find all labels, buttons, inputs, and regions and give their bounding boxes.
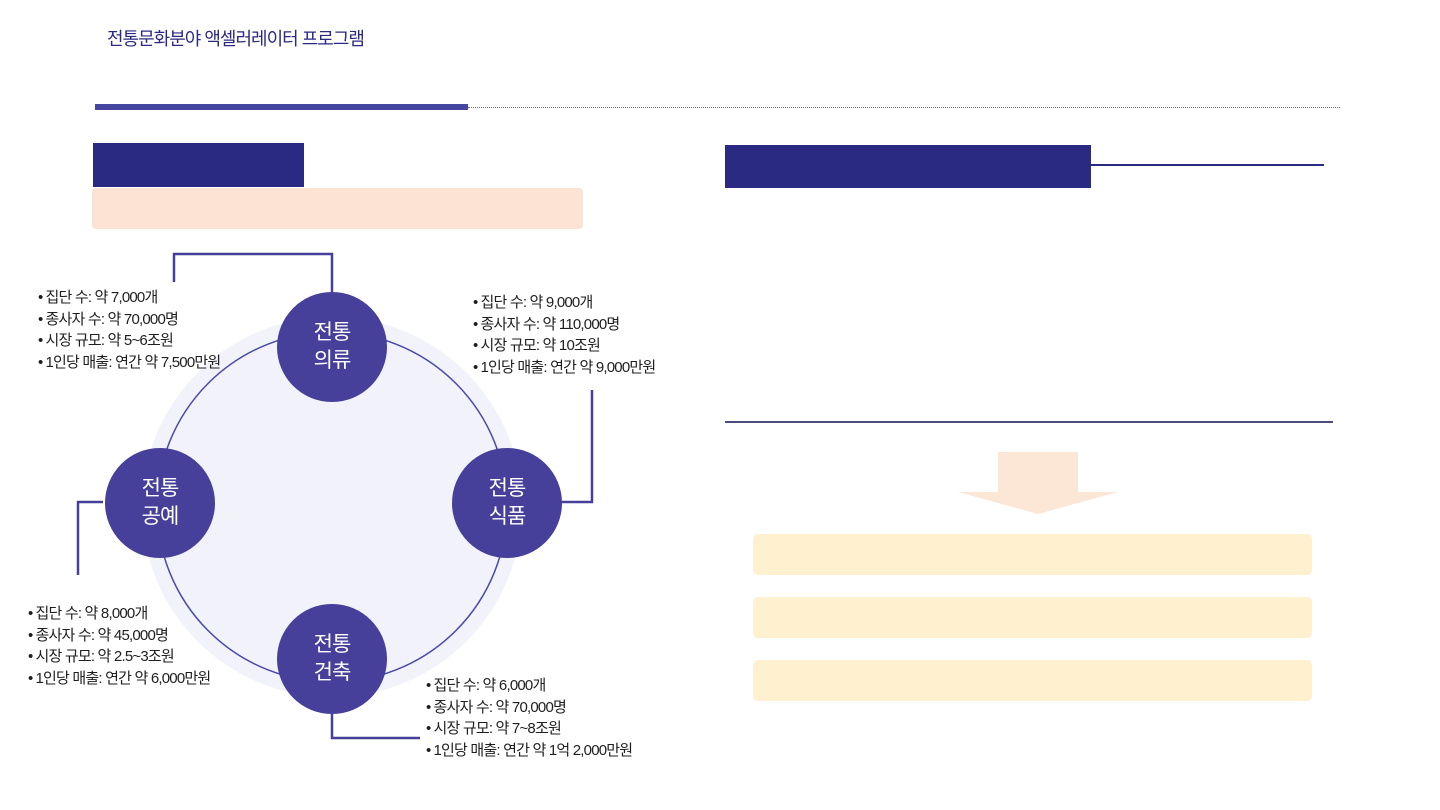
stat-item: 1인당 매출: 연간 약 7,500만원 [38,352,221,374]
left-section-subtitle-bar [92,188,583,229]
node-crafts: 전통 공예 [105,448,215,558]
stats-clothing: 집단 수: 약 7,000개 종사자 수: 약 70,000명 시장 규모: 약… [38,287,221,374]
stat-item: 종사자 수: 약 70,000명 [426,697,632,719]
node-clothing-line1: 전통 [314,321,351,344]
left-section-banner [93,143,304,187]
connector-food [561,390,594,504]
diagram-halo [142,317,522,697]
node-food: 전통 식품 [452,448,562,558]
stats-crafts: 집단 수: 약 8,000개 종사자 수: 약 45,000명 시장 규모: 약… [28,603,211,690]
node-architecture: 전통 건축 [277,604,387,714]
right-section-divider [725,421,1333,423]
node-food-line2: 식품 [489,505,526,528]
stat-item: 시장 규모: 약 2.5~3조원 [28,646,210,668]
stats-architecture: 집단 수: 약 6,000개 종사자 수: 약 70,000명 시장 규모: 약… [426,675,633,762]
right-section-banner [725,145,1091,188]
node-crafts-line1: 전통 [142,477,179,500]
node-architecture-line1: 전통 [314,633,351,656]
result-box-2 [753,597,1312,638]
down-arrow-icon [958,452,1118,514]
header-rule-dotted [468,107,1340,108]
result-box-1 [753,534,1312,575]
right-banner-underline [1091,164,1324,166]
stat-item: 시장 규모: 약 10조원 [473,335,655,357]
stat-item: 1인당 매출: 연간 약 6,000만원 [28,668,211,690]
stat-item: 1인당 매출: 연간 약 9,000만원 [473,357,656,379]
stat-item: 1인당 매출: 연간 약 1억 2,000만원 [426,740,633,762]
connector-architecture [330,714,420,740]
stat-item: 종사자 수: 약 110,000명 [473,314,655,336]
stat-item: 종사자 수: 약 70,000명 [38,309,220,331]
stat-item: 집단 수: 약 6,000개 [426,675,632,697]
stat-item: 시장 규모: 약 7~8조원 [426,718,632,740]
stat-item: 종사자 수: 약 45,000명 [28,625,210,647]
page-title: 전통문화분야 액셀러레이터 프로그램 [107,29,365,49]
connector-crafts [76,500,103,575]
stat-item: 시장 규모: 약 5~6조원 [38,330,220,352]
stat-item: 집단 수: 약 7,000개 [38,287,220,309]
stat-item: 집단 수: 약 8,000개 [28,603,210,625]
node-clothing: 전통 의류 [277,292,387,402]
node-food-line1: 전통 [489,477,526,500]
connector-clothing [172,252,334,292]
stats-food: 집단 수: 약 9,000개 종사자 수: 약 110,000명 시장 규모: … [473,292,656,379]
node-clothing-line2: 의류 [314,349,351,372]
stat-item: 집단 수: 약 9,000개 [473,292,655,314]
node-crafts-line2: 공예 [142,505,179,528]
header-rule-solid [95,104,468,110]
node-architecture-line2: 건축 [314,661,351,684]
result-box-3 [753,660,1312,701]
